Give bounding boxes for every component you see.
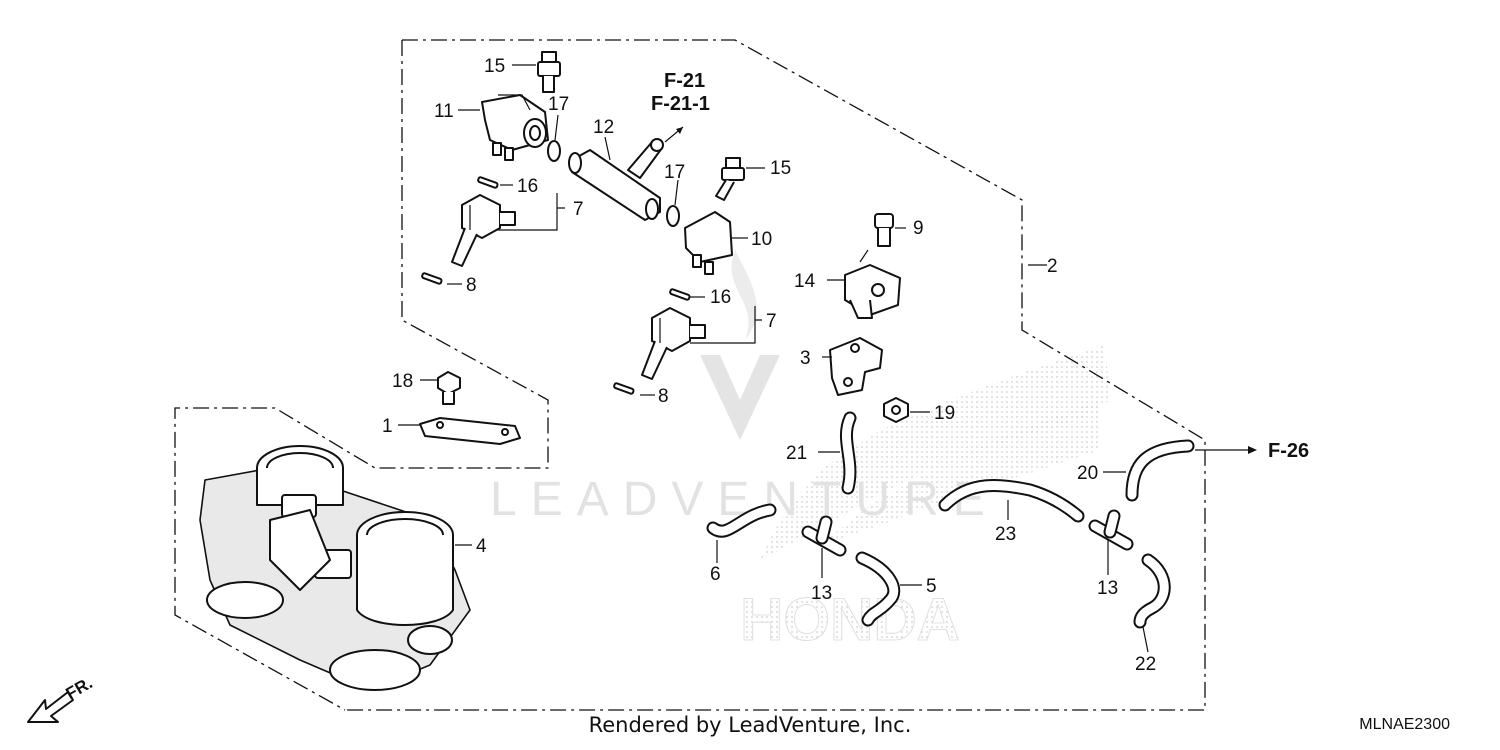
callout-11: 11 (434, 101, 454, 122)
callout-15-upper: 15 (484, 56, 505, 77)
footer-rendered-by: Rendered by LeadVenture, Inc. (588, 713, 912, 737)
assembly-2-boundary (345, 39, 1206, 711)
callout-14: 14 (794, 271, 816, 292)
bolt-15-right[interactable] (715, 157, 745, 201)
callout-13-left: 13 (811, 583, 832, 604)
callout-17-lower: 17 (664, 162, 685, 183)
hose-23[interactable] (938, 478, 1085, 523)
hose-21[interactable] (840, 411, 857, 495)
diagram-code: MLNAE2300 (1359, 716, 1450, 733)
callout-6: 6 (710, 564, 721, 585)
injector-7-upper[interactable] (451, 194, 516, 267)
hose-22[interactable] (1133, 553, 1171, 629)
callout-7-upper: 7 (573, 199, 584, 220)
callout-20: 20 (1077, 463, 1098, 484)
ref-f26[interactable]: F-26 (1268, 440, 1309, 462)
arrow-head-f21 (676, 127, 683, 134)
o-ring-17-right[interactable] (666, 205, 680, 227)
callout-13-right: 13 (1097, 578, 1118, 599)
callout-9: 9 (913, 218, 924, 239)
o-ring-8-lower[interactable] (613, 382, 635, 395)
callout-10: 10 (751, 229, 772, 250)
leader-lines (398, 64, 1149, 653)
callout-3: 3 (800, 348, 811, 369)
ref-f21[interactable]: F-21 (664, 70, 705, 92)
bolt-18[interactable] (437, 371, 461, 405)
fuel-rail-12[interactable] (568, 138, 664, 221)
map-sensor-14[interactable] (844, 264, 901, 319)
throttle-body-4[interactable] (199, 445, 471, 691)
callout-8-upper: 8 (466, 275, 477, 296)
callout-1: 1 (382, 416, 393, 437)
callout-19: 19 (934, 403, 955, 424)
sensor-10[interactable] (684, 211, 733, 275)
callout-22: 22 (1135, 654, 1156, 675)
o-ring-8-upper[interactable] (421, 272, 443, 285)
seal-16-upper[interactable] (477, 176, 499, 189)
callout-17-upper: 17 (548, 94, 569, 115)
callout-16-upper: 16 (517, 176, 538, 197)
honda-watermark-text: HONDA (740, 586, 960, 653)
injector-7-lower[interactable] (641, 307, 706, 380)
tee-13-right[interactable] (1088, 509, 1134, 551)
callout-8-lower: 8 (658, 386, 669, 407)
callout-4: 4 (476, 536, 487, 557)
bolt-9[interactable] (874, 213, 894, 247)
seal-16-lower[interactable] (669, 288, 691, 301)
bolt-19[interactable] (883, 397, 909, 423)
hose-20[interactable] (1125, 439, 1195, 502)
callout-2: 2 (1047, 256, 1058, 277)
tee-13-left[interactable] (801, 515, 847, 557)
leadventure-logo-watermark: LEADVENTURE (490, 250, 985, 526)
sensor-11[interactable] (481, 94, 549, 161)
callout-5: 5 (926, 576, 937, 597)
bolt-15-upper[interactable] (537, 51, 561, 93)
callout-7-lower: 7 (766, 311, 777, 332)
hose-5[interactable] (855, 551, 901, 627)
callout-21: 21 (786, 443, 807, 464)
callout-18: 18 (392, 371, 413, 392)
callout-23: 23 (995, 524, 1016, 545)
o-ring-17-left[interactable] (547, 140, 561, 162)
bracket-3[interactable] (829, 337, 883, 396)
honda-wing-watermark: HONDA (740, 345, 1110, 654)
ref-f21-1[interactable]: F-21-1 (651, 93, 710, 115)
callout-15-right: 15 (770, 158, 791, 179)
callout-16-lower: 16 (710, 287, 731, 308)
arrow-head-f26 (1248, 446, 1257, 454)
plate-1[interactable] (419, 417, 521, 445)
callout-12: 12 (593, 117, 614, 138)
hose-6[interactable] (706, 503, 777, 538)
